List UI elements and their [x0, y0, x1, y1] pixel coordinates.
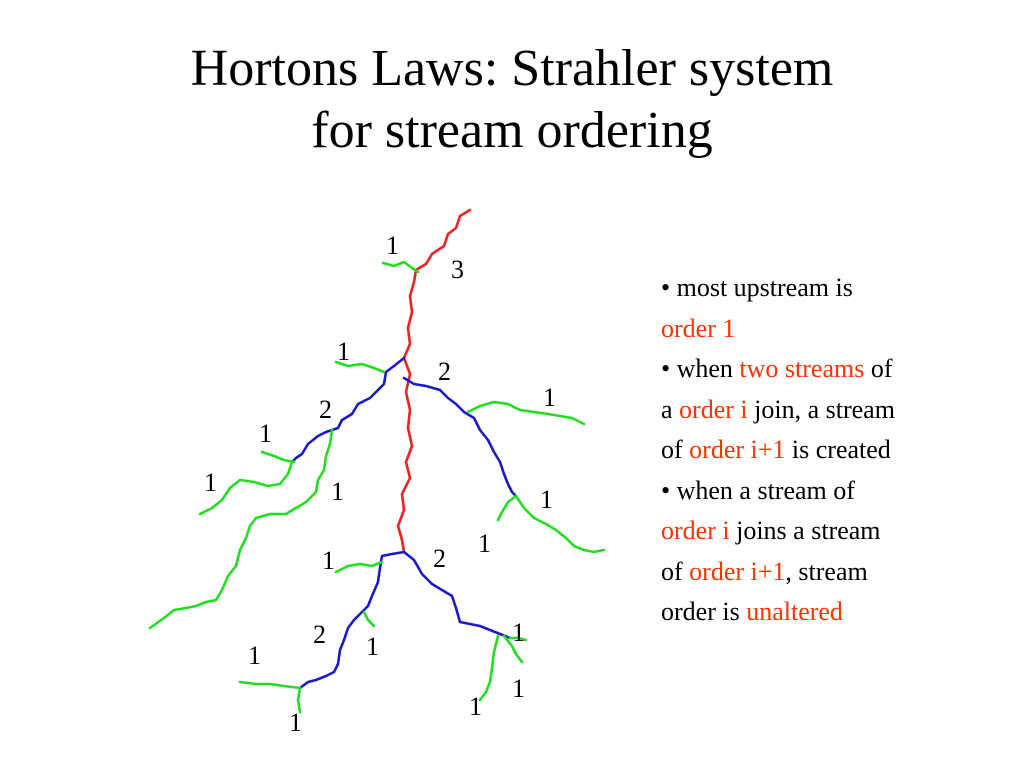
- stream-order-2: [290, 356, 406, 464]
- order-label: 1: [337, 337, 350, 366]
- note-text: join, a stream: [747, 394, 895, 424]
- highlight-term: order i: [661, 516, 730, 545]
- order-label: 1: [366, 632, 379, 661]
- stream-order-1: [362, 610, 376, 628]
- explanation-notes: • most upstream is order 1 • when two st…: [661, 268, 991, 633]
- order-label: 1: [512, 674, 525, 703]
- note-text: order is: [661, 597, 747, 626]
- order-label: 2: [319, 395, 332, 424]
- title-line-2: for stream ordering: [311, 102, 713, 159]
- stream-order-2: [298, 550, 406, 690]
- note-text: • most upstream is: [661, 273, 853, 302]
- stream-order-1: [238, 680, 302, 690]
- note-line: order 1: [661, 309, 991, 350]
- order-label: 2: [438, 357, 451, 386]
- highlight-term: order i: [679, 394, 748, 424]
- stream-order-1: [198, 460, 294, 516]
- stream-order-1: [514, 494, 606, 554]
- note-text: • when: [661, 354, 740, 383]
- note-text: of: [661, 556, 690, 586]
- order-label: 1: [248, 641, 261, 670]
- order-label: 2: [313, 620, 326, 649]
- stream-order-1: [502, 634, 524, 664]
- stream-order-3-trunk: [396, 208, 472, 554]
- note-line: a order i join, a stream: [661, 390, 991, 431]
- highlight-term: unaltered: [746, 597, 843, 626]
- stream-order-2: [402, 550, 512, 640]
- stream-order-1: [496, 494, 518, 522]
- stream-order-1: [508, 636, 528, 642]
- note-text: joins a stream: [729, 516, 881, 545]
- order-label: 1: [512, 618, 525, 647]
- order-label: 1: [540, 485, 553, 514]
- slide-title: Hortons Laws: Strahler system for stream…: [0, 38, 1024, 162]
- note-text: of: [661, 435, 690, 464]
- stream-order-1: [260, 450, 296, 464]
- order-label: 1: [322, 546, 335, 575]
- stream-order-1: [334, 560, 384, 574]
- order-label: 1: [469, 692, 482, 721]
- stream-order-1: [148, 428, 334, 630]
- note-line: order is unaltered: [661, 592, 991, 633]
- order-label: 1: [289, 708, 302, 737]
- note-text: a: [661, 394, 680, 424]
- stream-order-1: [466, 400, 586, 426]
- note-text: of: [864, 354, 893, 383]
- stream-order-1: [334, 360, 386, 374]
- stream-order-1: [478, 634, 500, 702]
- order-label: 1: [386, 231, 399, 260]
- order-label: 1: [543, 383, 556, 412]
- note-text: , stream: [785, 556, 868, 586]
- highlight-term: order 1: [661, 313, 736, 343]
- note-line: order i joins a stream: [661, 511, 991, 552]
- note-text: • when a stream of: [661, 475, 855, 505]
- order-label: 1: [478, 529, 491, 558]
- note-line: of order i+1, stream: [661, 552, 991, 593]
- highlight-term: order i+1: [689, 556, 786, 586]
- stream-order-1: [296, 686, 302, 714]
- order-label: 3: [451, 255, 464, 284]
- order-label: 2: [433, 544, 446, 573]
- title-line-1: Hortons Laws: Strahler system: [190, 40, 834, 97]
- order-label: 1: [204, 468, 217, 497]
- order-label: 1: [331, 477, 344, 506]
- note-line: • when two streams of: [661, 349, 991, 390]
- order-label: 1: [259, 419, 272, 448]
- note-line: • most upstream is: [661, 268, 991, 309]
- note-line: • when a stream of: [661, 471, 991, 512]
- note-text: is created: [785, 435, 891, 464]
- stream-order-2: [402, 376, 518, 498]
- highlight-term: two streams: [739, 354, 865, 383]
- note-line: of order i+1 is created: [661, 430, 991, 471]
- stream-order-1: [381, 260, 420, 274]
- highlight-term: order i+1: [689, 435, 786, 464]
